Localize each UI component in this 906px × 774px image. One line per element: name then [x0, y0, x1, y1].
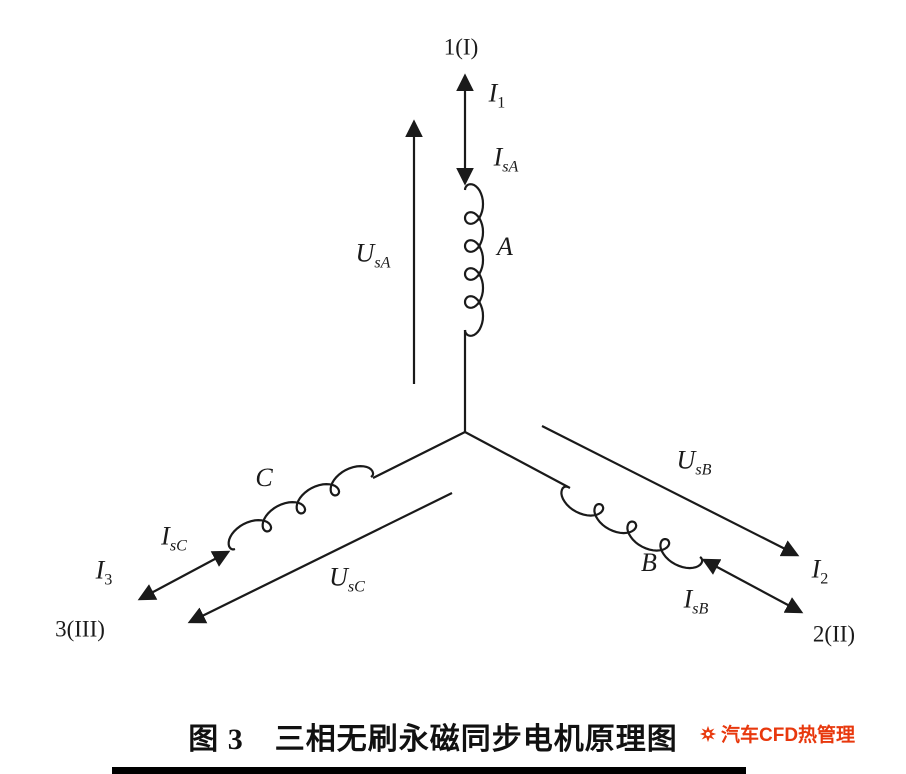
label-voltage-usb: UsB	[676, 445, 712, 479]
phase-b-coil	[560, 485, 704, 570]
label-phase-a: A	[497, 232, 513, 261]
voltage-arrow-usc	[187, 492, 453, 624]
label-terminal-1: 1(I)	[443, 34, 479, 60]
phase-c-lead-line	[372, 431, 466, 479]
watermark: 汽车CFD热管理	[698, 720, 855, 747]
label-current-isb: IsB	[683, 584, 709, 618]
voltage-arrow-usb	[541, 425, 800, 557]
current-arrow-phase-b	[701, 558, 804, 614]
label-current-i2: I2	[811, 554, 829, 588]
label-current-isc: IsC	[161, 521, 187, 555]
caption-underline	[112, 767, 746, 774]
label-current-isa: IsA	[493, 142, 519, 176]
figure-caption: 图 3 三相无刷永磁同步电机原理图	[188, 723, 678, 756]
label-phase-c: C	[255, 463, 273, 492]
label-voltage-usc: UsC	[329, 562, 365, 596]
current-arrow-phase-c	[137, 550, 231, 601]
label-terminal-3: 3(III)	[55, 616, 105, 642]
phase-a-coil	[463, 183, 485, 337]
watermark-text: 汽车CFD热管理	[721, 725, 856, 746]
watermark-logo-icon	[699, 725, 717, 742]
label-current-i1: I1	[488, 78, 506, 112]
label-current-i3: I3	[95, 555, 113, 589]
label-voltage-usa: UsA	[355, 238, 391, 272]
phase-b-lead-line	[464, 431, 571, 489]
phase-c-coil	[227, 464, 375, 551]
label-terminal-2: 2(II)	[812, 621, 856, 647]
label-phase-b: B	[641, 548, 657, 577]
